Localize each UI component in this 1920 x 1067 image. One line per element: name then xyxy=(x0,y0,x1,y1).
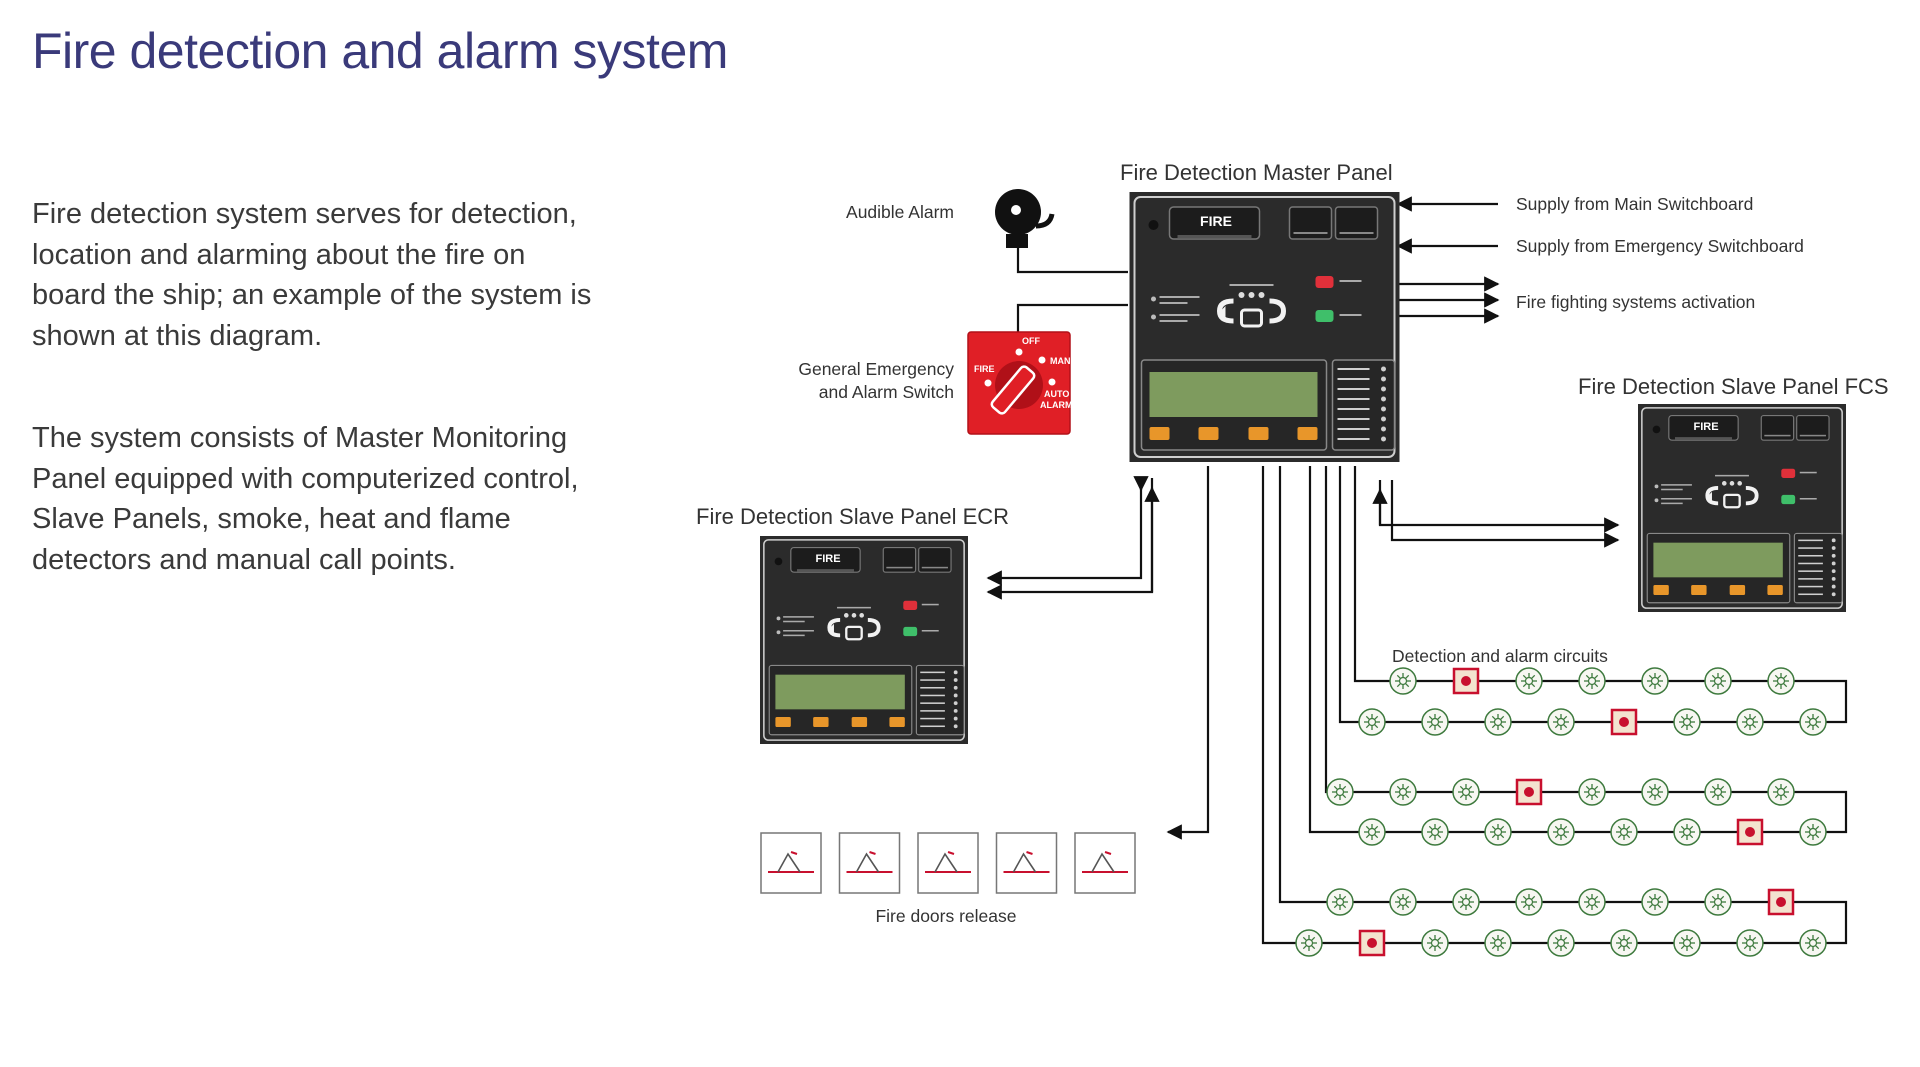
smoke-detector-icon xyxy=(1767,778,1795,806)
smoke-detector-icon xyxy=(1799,708,1827,736)
emergency-switch-label-line2: and Alarm Switch xyxy=(819,382,954,402)
smoke-detector-icon xyxy=(1547,818,1575,846)
smoke-detector-icon xyxy=(1673,708,1701,736)
smoke-detector-icon xyxy=(1704,667,1732,695)
smoke-detector-icon xyxy=(1641,778,1669,806)
master-panel-label: Fire Detection Master Panel xyxy=(1120,160,1393,185)
smoke-detector-icon xyxy=(1578,667,1606,695)
audible-alarm-label: Audible Alarm xyxy=(846,202,954,222)
switch-alarm-text: ALARM xyxy=(1040,400,1073,410)
supply-main-label: Supply from Main Switchboard xyxy=(1516,194,1753,214)
smoke-detector-icon xyxy=(1736,708,1764,736)
smoke-detector-icon xyxy=(1389,778,1417,806)
smoke-detector-icon xyxy=(1421,818,1449,846)
switch-fire-text: FIRE xyxy=(974,364,995,374)
switch-auto-text: AUTO xyxy=(1044,389,1069,399)
emergency-alarm-switch-icon: OFF FIRE MAN AUTO ALARM xyxy=(967,331,1073,435)
slave-ecr-label: Fire Detection Slave Panel ECR xyxy=(696,504,1009,529)
fire-door-release-icon xyxy=(838,832,901,894)
page-title: Fire detection and alarm system xyxy=(32,23,728,79)
smoke-detector-icon xyxy=(1452,888,1480,916)
fire-doors-group xyxy=(760,832,1136,894)
smoke-detector-icon xyxy=(1421,929,1449,957)
supply-emergency-label: Supply from Emergency Switchboard xyxy=(1516,236,1804,256)
smoke-detector-icon xyxy=(1578,888,1606,916)
switch-man-text: MAN xyxy=(1050,356,1071,366)
smoke-detector-icon xyxy=(1484,818,1512,846)
smoke-detector-icon xyxy=(1515,667,1543,695)
switch-off-text: OFF xyxy=(1022,336,1040,346)
smoke-detector-icon xyxy=(1704,778,1732,806)
smoke-detector-icon xyxy=(1799,929,1827,957)
smoke-detector-icon xyxy=(1610,929,1638,957)
smoke-detector-icon xyxy=(1484,929,1512,957)
smoke-detector-icon xyxy=(1736,929,1764,957)
master-panel-fire-label: FIRE xyxy=(1200,213,1232,229)
slave-fcs-label: Fire Detection Slave Panel FCS xyxy=(1578,374,1889,399)
manual-call-point-icon xyxy=(1358,929,1386,957)
smoke-detector-icon xyxy=(1767,667,1795,695)
description-paragraph-2: The system consists of Master Monitoring… xyxy=(32,422,579,576)
smoke-detector-icon xyxy=(1421,708,1449,736)
description-paragraph-1: Fire detection system serves for detecti… xyxy=(32,198,592,352)
fire-doors-label: Fire doors release xyxy=(875,906,1016,926)
smoke-detector-icon xyxy=(1358,818,1386,846)
detection-devices xyxy=(1295,667,1827,957)
fire-door-release-icon xyxy=(1074,832,1136,894)
fire-door-release-icon xyxy=(917,832,979,894)
manual-call-point-icon xyxy=(1452,667,1480,695)
wiring xyxy=(986,196,1848,945)
smoke-detector-icon xyxy=(1326,888,1354,916)
manual-call-point-icon xyxy=(1767,888,1795,916)
smoke-detector-icon xyxy=(1610,818,1638,846)
slave-panel-fcs: FIRE xyxy=(1638,404,1846,612)
master-panel: FIRE xyxy=(1130,192,1400,462)
smoke-detector-icon xyxy=(1515,888,1543,916)
smoke-detector-icon xyxy=(1452,778,1480,806)
smoke-detector-icon xyxy=(1389,667,1417,695)
smoke-detector-icon xyxy=(1673,929,1701,957)
fire-door-release-icon xyxy=(995,832,1058,894)
smoke-detector-icon xyxy=(1295,929,1323,957)
smoke-detector-icon xyxy=(1704,888,1732,916)
slave-panel-ecr: FIRE xyxy=(760,536,968,744)
smoke-detector-icon xyxy=(1799,818,1827,846)
manual-call-point-icon xyxy=(1736,818,1764,846)
smoke-detector-icon xyxy=(1547,929,1575,957)
smoke-detector-icon xyxy=(1578,778,1606,806)
emergency-switch-label-line1: General Emergency xyxy=(798,359,954,379)
firefighting-activation-label: Fire fighting systems activation xyxy=(1516,292,1755,312)
audible-alarm-bell-icon xyxy=(995,189,1055,248)
slave-ecr-fire-label: FIRE xyxy=(815,553,840,565)
smoke-detector-icon xyxy=(1326,778,1354,806)
smoke-detector-icon xyxy=(1358,708,1386,736)
smoke-detector-icon xyxy=(1484,708,1512,736)
slave-fcs-fire-label: FIRE xyxy=(1693,421,1718,433)
smoke-detector-icon xyxy=(1641,888,1669,916)
manual-call-point-icon xyxy=(1515,778,1543,806)
smoke-detector-icon xyxy=(1547,708,1575,736)
smoke-detector-icon xyxy=(1389,888,1417,916)
smoke-detector-icon xyxy=(1641,667,1669,695)
smoke-detector-icon xyxy=(1673,818,1701,846)
fire-door-release-icon xyxy=(760,832,822,894)
detection-circuits-label: Detection and alarm circuits xyxy=(1392,646,1608,666)
manual-call-point-icon xyxy=(1610,708,1638,736)
